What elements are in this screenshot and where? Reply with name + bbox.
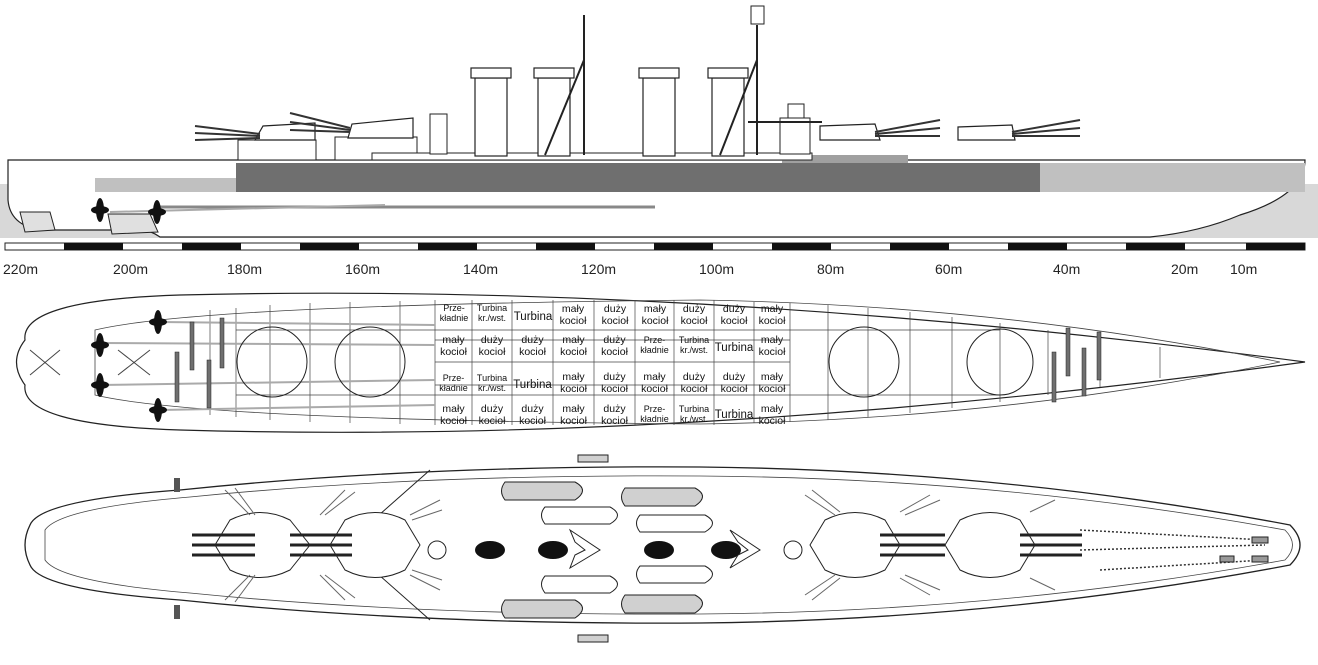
funnel-openings	[475, 541, 741, 559]
compartment-duzy-kociol: duży kocioł	[478, 334, 506, 358]
aft-tower	[429, 113, 448, 155]
compartment-maly-kociol: mały kocioł	[641, 371, 668, 395]
compartment-przekladnie: Prze- kładnie	[640, 404, 669, 424]
scale-label-200m: 200m	[113, 261, 149, 277]
gangway-top	[174, 478, 180, 492]
rudder-2	[107, 213, 159, 235]
launches	[541, 506, 713, 594]
anchor-chains	[1079, 529, 1266, 571]
compartment-duzy-kociol: duży kocioł	[720, 303, 748, 327]
compartment-duzy-kociol: duży kocioł	[601, 334, 628, 358]
compartment-maly-kociol: mały kocioł	[559, 303, 587, 327]
funnels	[470, 67, 749, 157]
deck-plan	[24, 466, 1301, 643]
turret-plan	[214, 512, 1036, 578]
compartment-duzy-kociol: duży kocioł	[680, 303, 708, 327]
compartment-przekladnie: Prze- kładnie	[640, 335, 669, 355]
compartment-duzy-kociol: duży kocioł	[519, 403, 546, 427]
compartment-turbina-krwst: Turbina kr./wst.	[476, 303, 508, 323]
compartment-maly-kociol: mały kocioł	[560, 334, 587, 358]
anchor-icon	[1219, 536, 1269, 563]
compartment-duzy-kociol: duży kocioł	[680, 371, 708, 395]
compartment-maly-kociol: mały kocioł	[440, 334, 467, 358]
compartment-maly-kociol: mały kocioł	[758, 334, 786, 358]
scale-label-120m: 120m	[581, 261, 617, 277]
compartment-maly-kociol: mały kocioł	[758, 371, 786, 395]
scale-label-160m: 160m	[345, 261, 381, 277]
hull-plan	[15, 292, 1306, 433]
armor-belt-dark	[236, 163, 1040, 192]
compartment-maly-kociol: mały kocioł	[560, 371, 587, 395]
compartment-przekladnie: Prze- kładnie	[439, 373, 468, 393]
compartment-maly-kociol: mały kocioł	[758, 303, 786, 327]
compartment-turbina-krwst: Turbina kr./wst.	[476, 373, 508, 393]
boats	[501, 481, 703, 619]
scale-label-60m: 60m	[935, 261, 963, 277]
compartment-turbina-krwst: Turbina kr./wst.	[678, 335, 710, 355]
deck-hatch	[577, 634, 609, 643]
rudder-marks	[29, 349, 151, 376]
propeller-plan-icon	[91, 310, 167, 422]
gun-barrels	[194, 112, 1081, 141]
magazines	[174, 317, 1102, 409]
scale-bar	[4, 242, 1306, 251]
belt-top-strip	[782, 155, 908, 163]
bridge	[779, 117, 811, 155]
secondary-guns	[224, 487, 1056, 603]
rudder	[19, 211, 56, 233]
scale-label-100m: 100m	[699, 261, 735, 277]
inner-hull-plan	[94, 299, 1281, 425]
compartment-maly-kociol: mały kocioł	[440, 403, 467, 427]
turret-barrels-plan	[192, 533, 1082, 557]
scale-label-140m: 140m	[463, 261, 499, 277]
compartment-maly-kociol: mały kocioł	[560, 403, 587, 427]
compartment-duzy-kociol: duży kocioł	[478, 403, 506, 427]
compartment-duzy-kociol: duży kocioł	[519, 334, 546, 358]
compartment-turbina: Turbina	[513, 379, 552, 391]
turret-side	[253, 117, 1016, 141]
shafts-plan	[99, 321, 436, 411]
barbettes	[236, 326, 1034, 398]
superstructure-aft	[237, 139, 317, 161]
scale-label-220m: 220m	[3, 261, 39, 277]
superstructure-deck	[371, 152, 813, 161]
bridge-top	[787, 103, 805, 119]
compartment-maly-kociol: mały kocioł	[758, 403, 786, 427]
mast-top	[750, 5, 765, 25]
scale-label-20m: 20m	[1171, 261, 1199, 277]
compartment-turbina-krwst: Turbina kr./wst.	[678, 404, 710, 424]
scale-label-40m: 40m	[1053, 261, 1081, 277]
compartment-turbina: Turbina	[513, 311, 553, 323]
propeller-icon	[91, 198, 166, 224]
mast-bases	[427, 540, 803, 560]
compartment-przekladnie: Prze- kładnie	[439, 303, 469, 323]
armor-belt-aft-light	[95, 178, 236, 192]
compartment-duzy-kociol: duży kocioł	[601, 303, 629, 327]
internal-plan	[15, 292, 1306, 463]
scale-label-80m: 80m	[817, 261, 845, 277]
scale-label-10m: 10m	[1230, 261, 1258, 277]
compartment-duzy-kociol: duży kocioł	[601, 371, 628, 395]
compartment-maly-kociol: mały kocioł	[641, 303, 669, 327]
compartment-turbina: Turbina	[714, 342, 754, 354]
hull-deck-inner	[44, 475, 1293, 615]
gangway-bottom	[174, 605, 180, 619]
compartment-duzy-kociol: duży kocioł	[601, 403, 628, 427]
longitudinal-lines	[236, 329, 1000, 396]
side-profile	[0, 5, 1318, 238]
vent-v	[568, 528, 761, 570]
armor-belt-fore-light	[1040, 163, 1305, 192]
compartment-duzy-kociol: duży kocioł	[720, 371, 748, 395]
midship-hatch	[577, 454, 609, 463]
compartment-turbina: Turbina	[714, 409, 754, 421]
masts	[544, 15, 758, 156]
scale-label-180m: 180m	[227, 261, 263, 277]
